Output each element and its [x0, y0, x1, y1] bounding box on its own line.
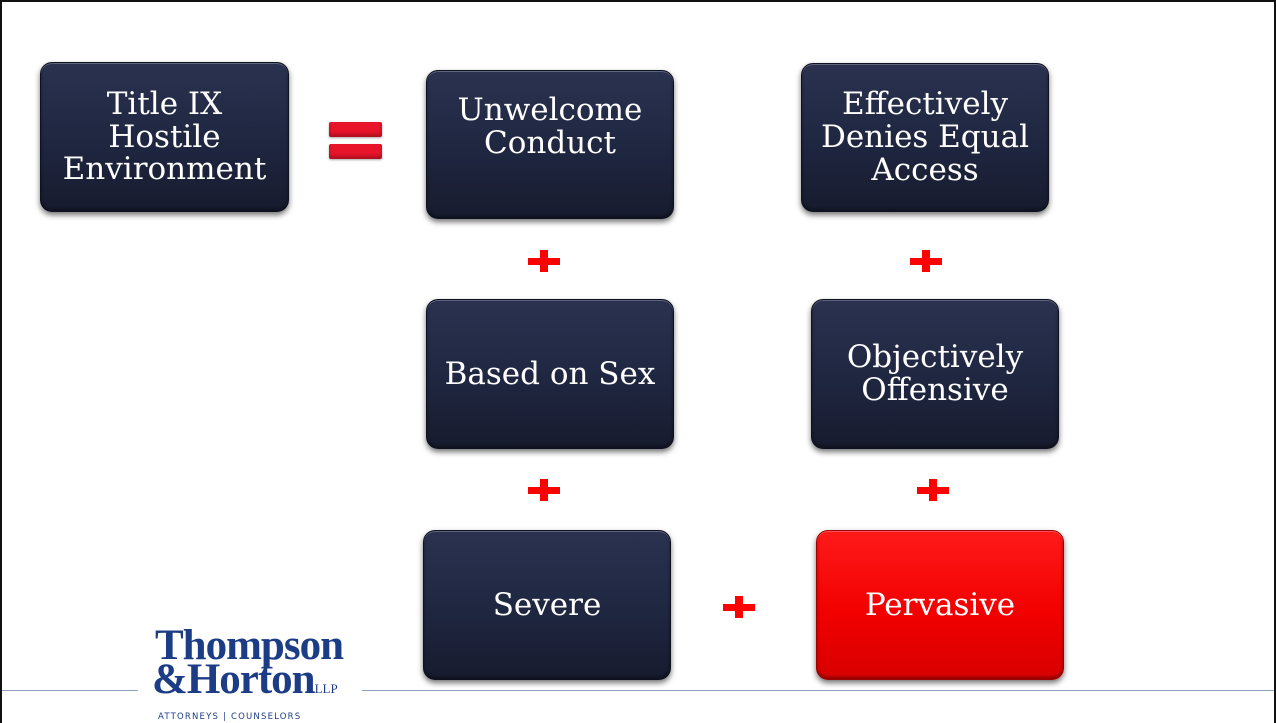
logo-horton-text: &Horton	[152, 656, 316, 703]
title-ix-label: Title IX Hostile Environment	[62, 85, 267, 188]
pervasive-box: Pervasive	[816, 530, 1064, 680]
logo-tagline: ATTORNEYS | COUNSELORS	[158, 712, 302, 722]
footer-rule-left	[2, 690, 138, 691]
unwelcome-conduct-box: Unwelcome Conduct	[426, 70, 674, 219]
based-on-sex-box: Based on Sex	[426, 299, 674, 449]
based-on-sex-label: Based on Sex	[444, 355, 656, 392]
severe-box: Severe	[423, 530, 671, 680]
footer-rule-right	[362, 690, 1274, 691]
firm-logo: Thompson &HortonLLP ATTORNEYS | COUNSELO…	[152, 624, 362, 723]
plus-icon	[910, 250, 942, 272]
severe-label: Severe	[492, 586, 602, 623]
plus-icon	[723, 596, 755, 618]
title-ix-box: Title IX Hostile Environment	[40, 62, 289, 212]
effectively-denies-box: Effectively Denies Equal Access	[801, 63, 1049, 212]
plus-icon	[917, 479, 949, 501]
logo-line-horton: &HortonLLP	[152, 658, 338, 710]
objectively-offensive-label: Objectively Offensive	[846, 339, 1024, 408]
unwelcome-conduct-label: Unwelcome Conduct	[457, 91, 643, 161]
plus-icon	[528, 479, 560, 501]
equals-icon	[329, 122, 382, 160]
pervasive-label: Pervasive	[864, 586, 1016, 623]
objectively-offensive-box: Objectively Offensive	[811, 299, 1059, 449]
logo-line-thompson: Thompson	[155, 622, 344, 669]
logo-llp: LLP	[314, 681, 338, 696]
plus-icon	[528, 250, 560, 272]
effectively-denies-label: Effectively Denies Equal Access	[820, 86, 1030, 188]
